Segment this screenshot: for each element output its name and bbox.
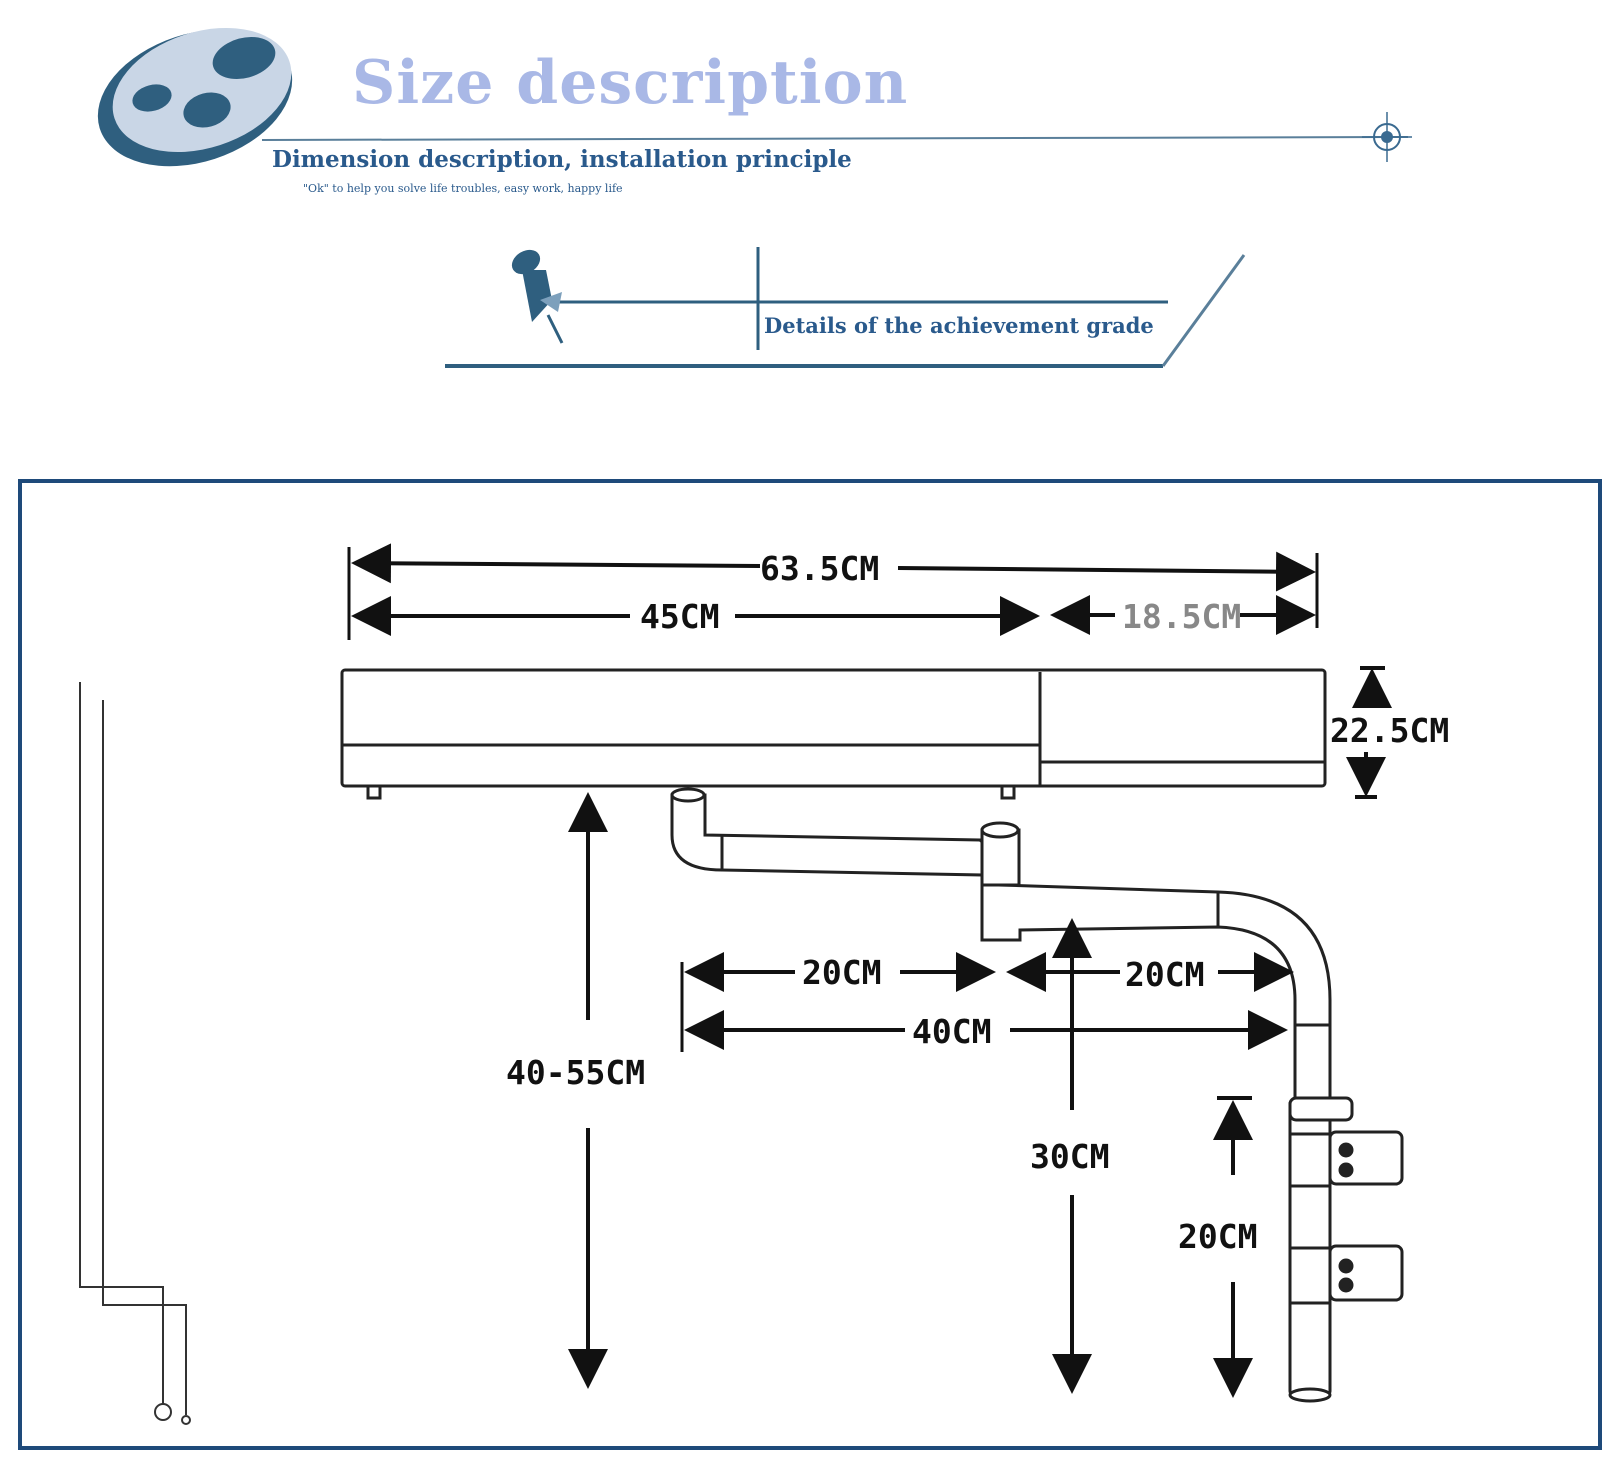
diagram-frame (18, 479, 1602, 1450)
dimension-diagram: 63.5CM 45CM 18.5CM 22.5CM 40-55CM 20CM 2… (18, 479, 1602, 1450)
logo-icon (97, 27, 293, 167)
table-top (340, 668, 1327, 800)
section-banner (445, 247, 1246, 368)
wall-outline (79, 682, 191, 1425)
target-icon (1362, 112, 1412, 162)
page-title: Size description (352, 48, 909, 118)
label-clamp-spacing: 20CM (1178, 1217, 1257, 1256)
page-subtitle: Dimension description, installation prin… (272, 146, 852, 173)
pushpin-icon (511, 249, 564, 344)
clamp-lower (1288, 1244, 1404, 1305)
tagline: "Ok" to help you solve life troubles, ea… (303, 182, 623, 195)
label-arm-segment-1: 20CM (802, 953, 881, 992)
swing-arm (670, 787, 1332, 1102)
dim-total-right (897, 551, 1316, 592)
label-main-length: 45CM (640, 597, 719, 636)
label-height: 40-55CM (506, 1053, 645, 1092)
label-arm-reach: 40CM (912, 1012, 991, 1051)
mounting-pole (1288, 1096, 1404, 1403)
label-extension-length: 18.5CM (1122, 597, 1241, 636)
label-arm-segment-2: 20CM (1125, 955, 1204, 994)
section-label: Details of the achievement grade (764, 313, 1154, 338)
header-divider (261, 112, 1412, 162)
label-total-length: 63.5CM (760, 549, 879, 588)
clamp-upper (1288, 1130, 1404, 1188)
label-pole-height: 30CM (1030, 1137, 1109, 1176)
label-depth: 22.5CM (1330, 711, 1449, 750)
dim-total-left (351, 543, 761, 584)
